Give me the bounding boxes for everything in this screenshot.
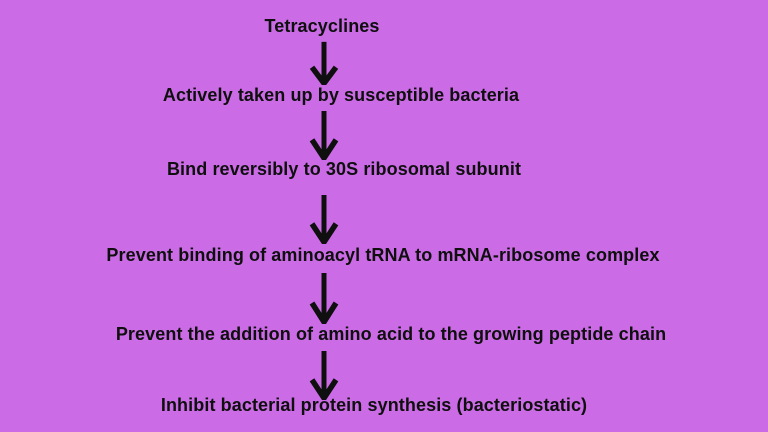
down-arrow-icon bbox=[308, 194, 340, 244]
down-arrow-icon bbox=[308, 350, 340, 400]
flow-step-prevent-trna-binding: Prevent binding of aminoacyl tRNA to mRN… bbox=[106, 245, 660, 265]
flow-step-active-uptake: Actively taken up by susceptible bacteri… bbox=[162, 85, 520, 105]
down-arrow-icon bbox=[308, 110, 340, 160]
down-arrow-icon bbox=[308, 272, 340, 324]
down-arrow-icon bbox=[308, 41, 340, 85]
flow-step-bind-30s-subunit: Bind reversibly to 30S ribosomal subunit bbox=[166, 159, 522, 179]
flow-step-prevent-amino-acid-addition: Prevent the addition of amino acid to th… bbox=[115, 324, 667, 344]
flow-step-inhibit-protein-synthesis: Inhibit bacterial protein synthesis (bac… bbox=[160, 395, 588, 415]
flow-step-tetracyclines: Tetracyclines bbox=[264, 16, 380, 36]
